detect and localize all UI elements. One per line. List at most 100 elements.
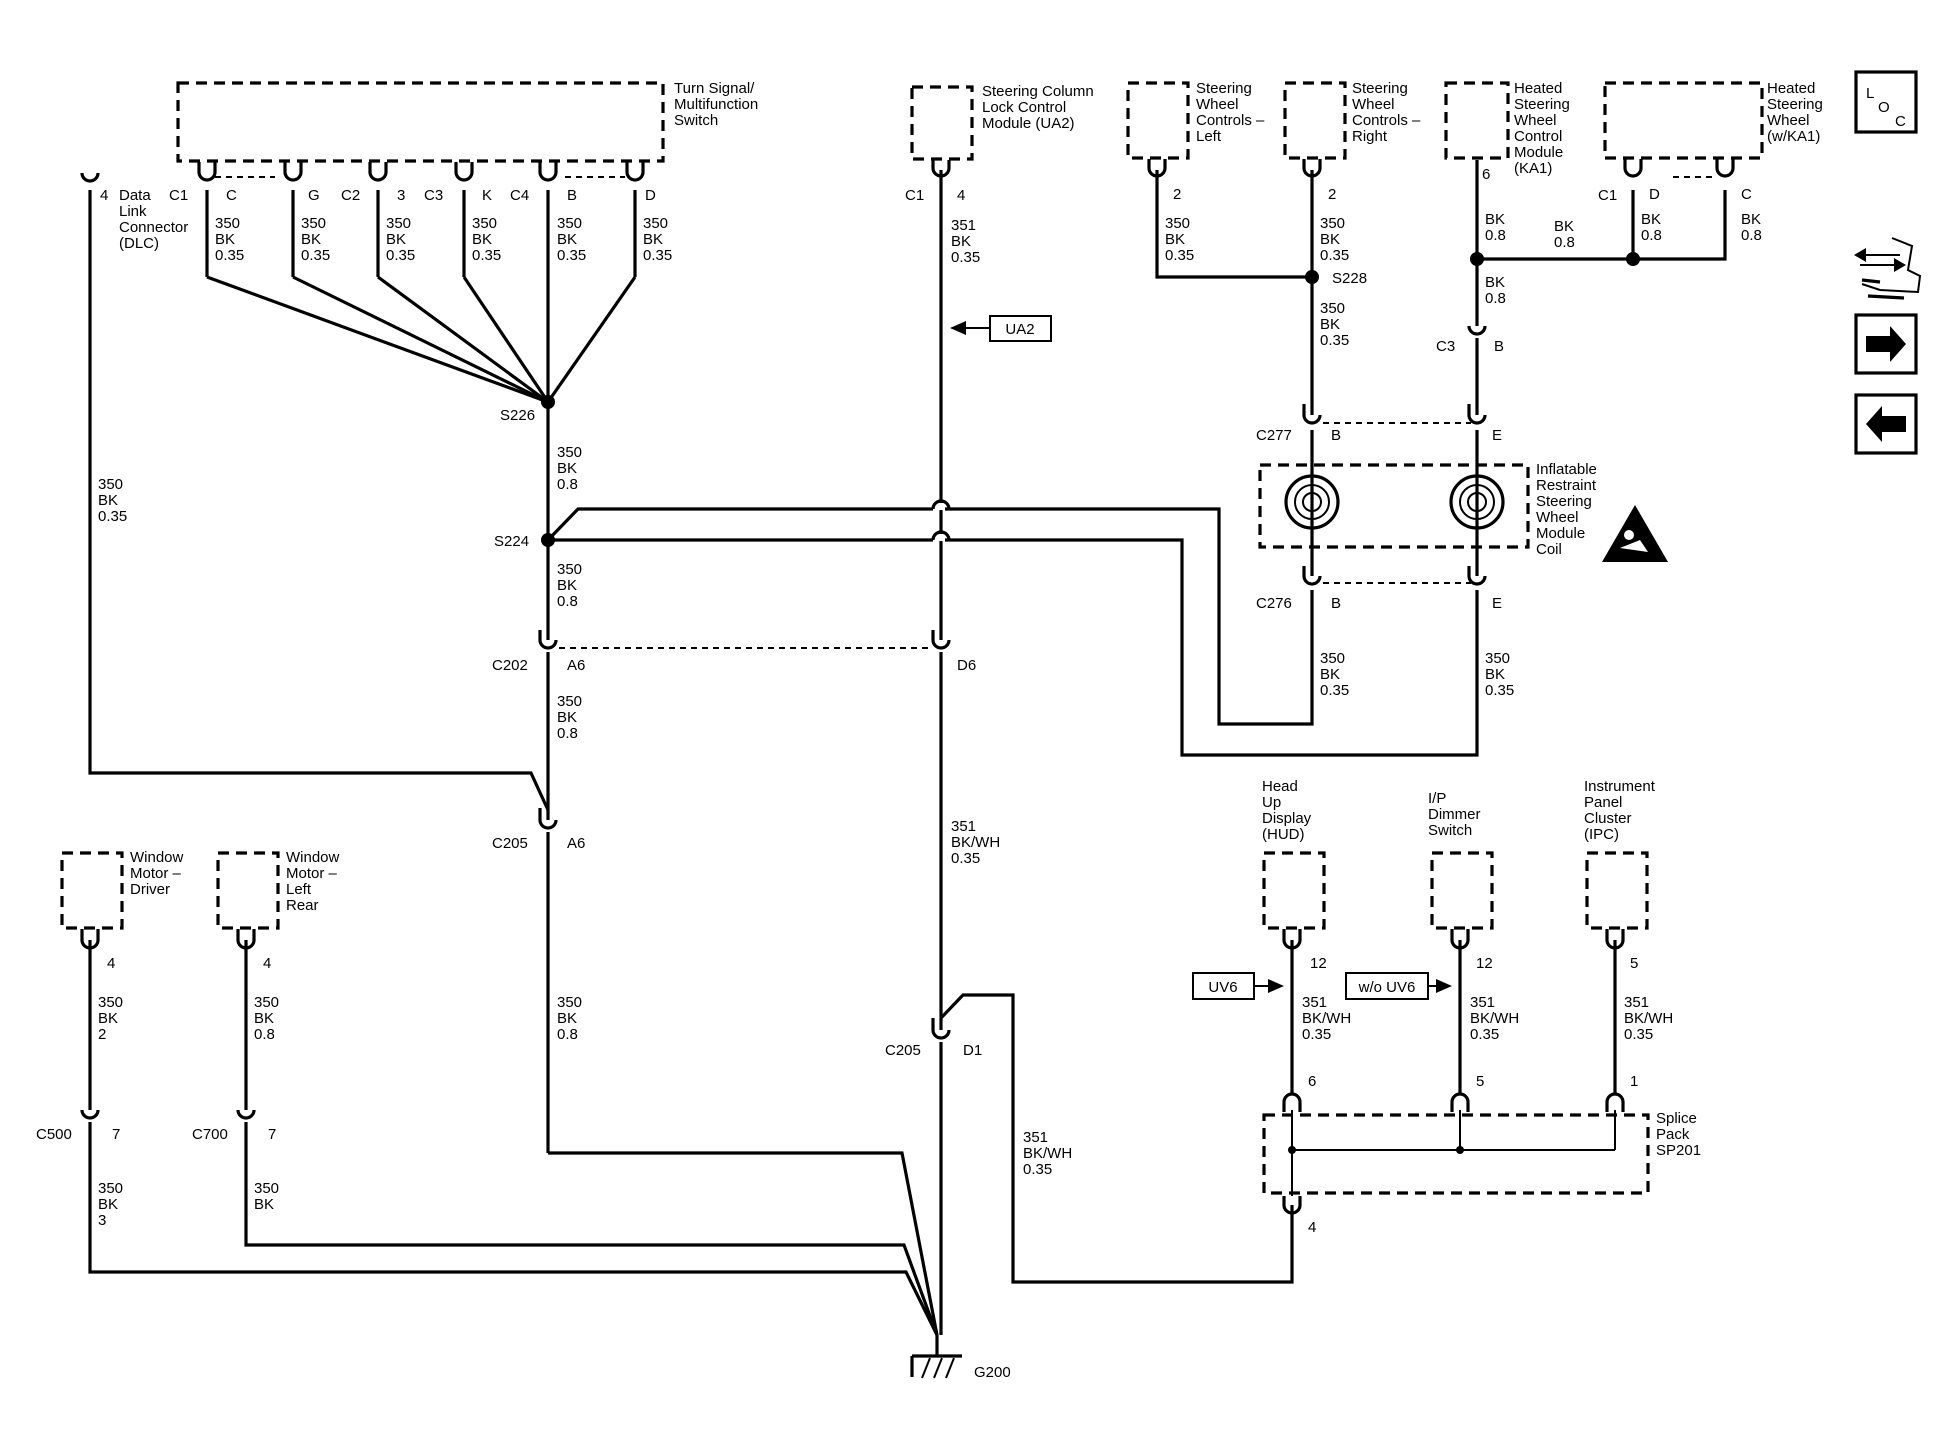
wire-spec-6: BK [951,233,971,250]
nav-icons [1854,237,1922,455]
arrow-right-icon[interactable] [1854,313,1918,375]
heated-sw-splice-dot [1626,252,1640,266]
hud-label: Head [1262,778,1298,795]
s228-dot [1305,270,1319,284]
wire-spec-21: 3 [98,1212,106,1229]
dlc-label: (DLC) [119,235,159,252]
sw-controls-right-label: Right [1352,128,1388,145]
wire-spec-11: 0.8 [557,593,578,610]
hud-box[interactable] [1262,851,1326,930]
heated-sw-label: Steering [1767,96,1823,113]
airbag-coil-box[interactable] [1258,463,1530,549]
wire-spec-16: BK/WH [1023,1145,1072,1162]
wires [88,160,1727,1355]
wire-heated-2: 0.8 [1554,234,1575,251]
heated-sw-control-module-box[interactable] [1444,81,1510,160]
heated-sw-label: Wheel [1767,112,1810,129]
turn-signal-switch-box[interactable] [176,81,665,163]
splice-dots [541,252,1640,1154]
steering-column-lock-box[interactable] [910,85,974,161]
pin-sp-5: 5 [1476,1073,1484,1090]
s224-dot [541,533,555,547]
splice-pack-box[interactable] [1262,1113,1650,1195]
wire-heated-5: BK [1485,274,1505,291]
window-motor-driver-label: Driver [130,881,170,898]
window-motor-driver-box[interactable] [60,851,124,930]
wire-heated-1: 0.8 [1485,227,1506,244]
connector-c202-label: C202 [492,657,528,674]
wire-spec-3: 350 [472,215,497,232]
sw-controls-left-box[interactable] [1126,81,1190,160]
turn-signal-switch-label: Multifunction [674,96,758,113]
wire-spec-25: 0.35 [1624,1026,1653,1043]
wire-spec-6: 0.35 [951,249,980,266]
wire-spec-20: BK [254,1010,274,1027]
wire-spec-19: BK [98,1010,118,1027]
wire-spec-4: 0.35 [557,247,586,264]
ip-dimmer-box[interactable] [1430,851,1494,930]
window-motor-left-rear-box[interactable] [216,851,280,930]
wire-spec-24: 0.35 [1470,1026,1499,1043]
window-motor-left-rear-label: Motor – [286,865,338,882]
airbag-coil-label: Restraint [1536,477,1597,494]
dlc-label: Link [119,203,147,220]
splice-pack-label: Splice [1656,1110,1697,1127]
ipc-box[interactable] [1585,851,1649,930]
splice-s228-label: S228 [1332,270,1367,287]
hud-label: Display [1262,810,1312,827]
wire-heated-1: BK [1485,211,1505,228]
wire-spec-12: 350 [557,693,582,710]
heated-sw-control-module-label: Control [1514,128,1562,145]
splice-s224-label: S224 [494,533,529,550]
wire-spec-20: 0.8 [254,1026,275,1043]
wire-spec-3: BK [472,231,492,248]
splice-pack-label: Pack [1656,1126,1690,1143]
airbag-coil-label: Module [1536,525,1585,542]
sw-controls-right-box[interactable] [1283,81,1347,160]
pin-dlc-4: 4 [100,187,108,204]
arrow-left-icon[interactable] [1854,393,1918,455]
pin-c205-a6: A6 [567,835,585,852]
wire-spec-1: 350 [301,215,326,232]
wire-heated-4: BK [1741,211,1761,228]
wire-spec-2: 350 [386,215,411,232]
labels: Turn Signal/MultifunctionSwitchSteering … [36,80,1906,1381]
heated-sw-box[interactable] [1603,81,1764,160]
clockspring-coil-icons [1284,474,1505,530]
pin-sp-1: 1 [1630,1073,1638,1090]
option-uv6-label: UV6 [1208,979,1237,996]
uv6-arrow-icon [1268,979,1284,993]
ua2-arrow-icon [950,321,966,335]
airbag-warning-icon [1602,505,1668,562]
wire-spec-1: BK [301,231,321,248]
pin-g: G [308,187,320,204]
heated-sw-label: Heated [1767,80,1815,97]
splice-s226-label: S226 [500,407,535,424]
ground-g200-label: G200 [974,1364,1011,1381]
schematic-nav-icon[interactable] [1854,237,1922,300]
wire-spec-5: 0.35 [643,247,672,264]
pin-c205-d1: D1 [963,1042,982,1059]
loc-box[interactable] [1854,70,1918,134]
option-wo-uv6-label: w/o UV6 [1358,979,1416,996]
connector-c276-label: C276 [1256,595,1292,612]
wire-spec-23: 0.35 [1302,1026,1331,1043]
wire-spec-7: BK [1165,231,1185,248]
wire-spec-15: 0.35 [951,850,980,867]
wire-spec-7: 0.35 [1165,247,1194,264]
pin-hud-12: 12 [1310,955,1327,972]
heated-sw-control-module-label: (KA1) [1514,160,1552,177]
wire-spec-0: 350 [215,215,240,232]
dlc-label: Data [119,187,151,204]
heated-sw-control-module-label: Wheel [1514,112,1557,129]
wire-spec-22: 350 [254,1180,279,1197]
window-motor-driver-label: Motor – [130,865,182,882]
pin-heated-d: D [1649,186,1660,203]
pin-dimmer-12: 12 [1476,955,1493,972]
s226-dot [541,395,555,409]
pin-c277-b: B [1331,427,1341,444]
connector-c700-label: C700 [192,1126,228,1143]
wire-spec-8: 0.35 [1320,247,1349,264]
connector-c3-label: C3 [424,187,443,204]
